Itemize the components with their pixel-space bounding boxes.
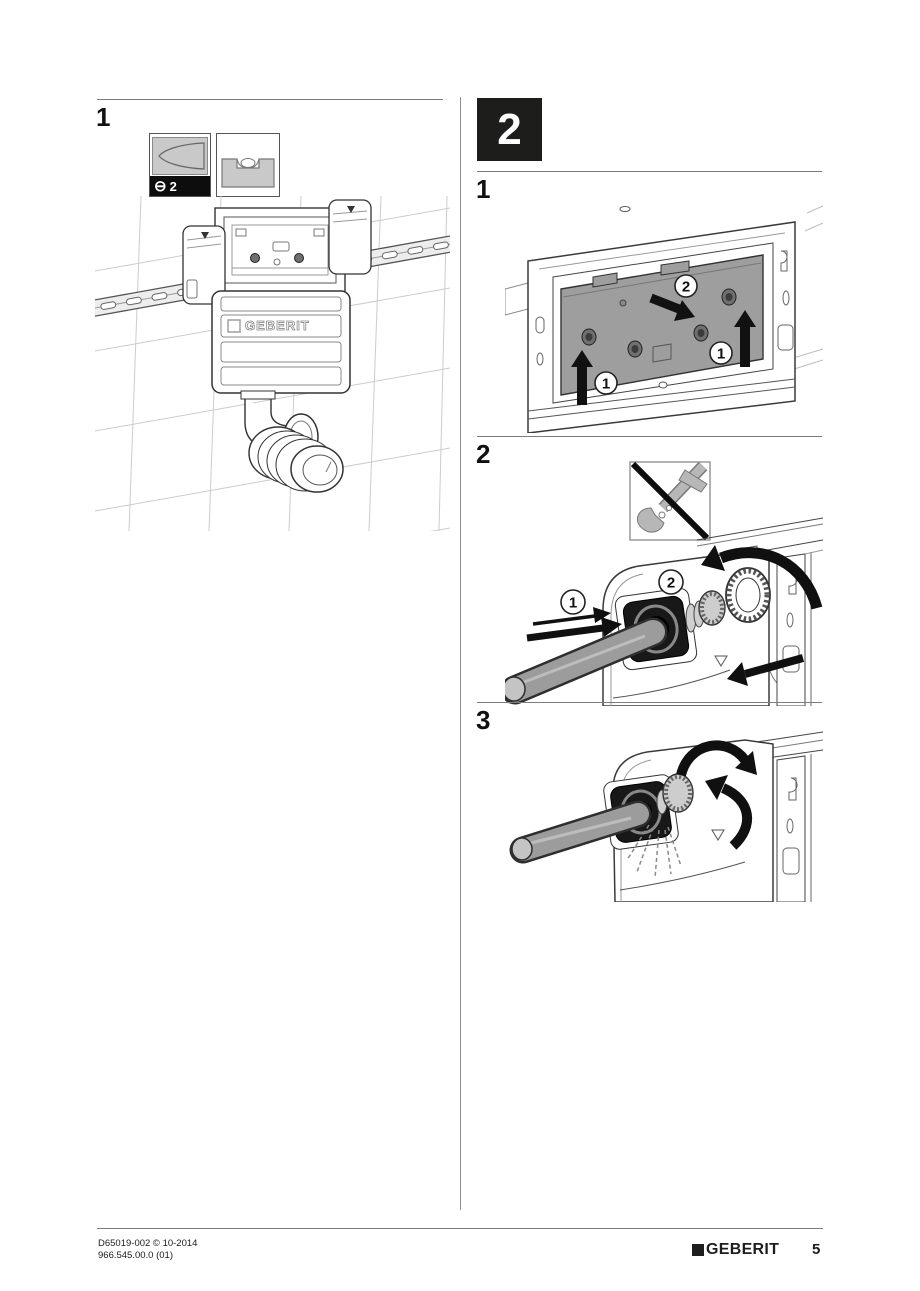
article-number: 966.545.00.0 (01): [98, 1250, 174, 1261]
wall-cistern-illustration: GEBERIT: [95, 196, 450, 531]
footer-rule: [97, 1228, 823, 1229]
section-2-box: 2: [477, 98, 542, 161]
callout-insert: 1: [560, 589, 586, 615]
screwdriver-size-value: 2: [169, 178, 177, 194]
rotation-arrow-icon: [701, 545, 823, 610]
callout-lift-left: 1: [594, 371, 618, 395]
water-connection-illustration: 1 2: [505, 461, 823, 706]
spirit-level-icon: [221, 158, 275, 188]
callout-turn: 2: [658, 569, 684, 595]
callout-slide: 2: [674, 274, 698, 298]
tighten-connection-illustration: [509, 731, 823, 902]
rotation-arrow-bottom-icon: [705, 775, 753, 850]
rotation-arrow-top-icon: [676, 740, 757, 777]
right-step1-number: 1: [476, 174, 491, 204]
callout-lift-right-number: 1: [717, 346, 725, 363]
right-step2-number: 2: [476, 439, 491, 469]
screw-icon: [619, 206, 631, 212]
cistern-body: GEBERIT: [211, 290, 351, 394]
cistern-brand-label: GEBERIT: [245, 318, 310, 333]
water-pipe: [505, 617, 668, 705]
slotted-screwdriver-symbol: ⊖: [154, 177, 167, 195]
screwdriver-size-tag: ⊖ 2: [150, 176, 210, 196]
no-pipe-wrench-icon: [629, 461, 711, 541]
protection-plate-illustration: 2 1 1: [505, 205, 823, 433]
plate-nuts: [581, 288, 737, 358]
document-code: D65019-002 © 10-2014: [98, 1238, 198, 1249]
union-nut: [685, 590, 726, 633]
slide-arrow-icon: [649, 293, 695, 321]
section-2-label: 2: [497, 104, 522, 154]
right-step1-rule: [477, 171, 822, 172]
right-step3-number: 3: [476, 705, 491, 735]
callout-lift-left-number: 1: [602, 376, 610, 393]
loose-ring-nut: [725, 567, 771, 623]
right-step3-rule: [477, 702, 822, 703]
callout-turn-number: 2: [667, 575, 675, 592]
screwdriver-icon: [152, 137, 208, 175]
column-divider: [460, 97, 461, 1210]
brand-logo-wordmark: GEBERIT: [706, 1241, 780, 1258]
up-arrow-left-icon: [571, 350, 593, 405]
insert-arrows-icon: [526, 607, 622, 642]
left-step-rule: [97, 99, 443, 100]
screwdriver-box: ⊖ 2: [149, 133, 211, 197]
brand-logo-square-icon: [692, 1244, 704, 1256]
up-arrow-right-icon: [734, 310, 756, 367]
service-opening: [214, 207, 346, 294]
callout-slide-number: 2: [682, 279, 690, 296]
right-step2-rule: [477, 436, 822, 437]
water-spray: [626, 824, 682, 879]
sleeve-fitting: [248, 426, 344, 493]
callout-insert-number: 1: [569, 595, 577, 612]
brand-square-icon: [227, 319, 241, 333]
left-step-number: 1: [96, 102, 111, 132]
callout-lift-right: 1: [709, 341, 733, 365]
spirit-level-box: [216, 133, 280, 197]
frame-rail-column: [776, 754, 812, 902]
protective-blocks: [182, 199, 372, 305]
page-number: 5: [812, 1241, 821, 1258]
water-pipe: [509, 800, 652, 864]
brand-logo: GEBERIT: [692, 1242, 779, 1258]
footer-codes: D65019-002 © 10-2014 966.545.00.0 (01): [98, 1238, 197, 1262]
pull-arrow-icon: [727, 654, 805, 686]
